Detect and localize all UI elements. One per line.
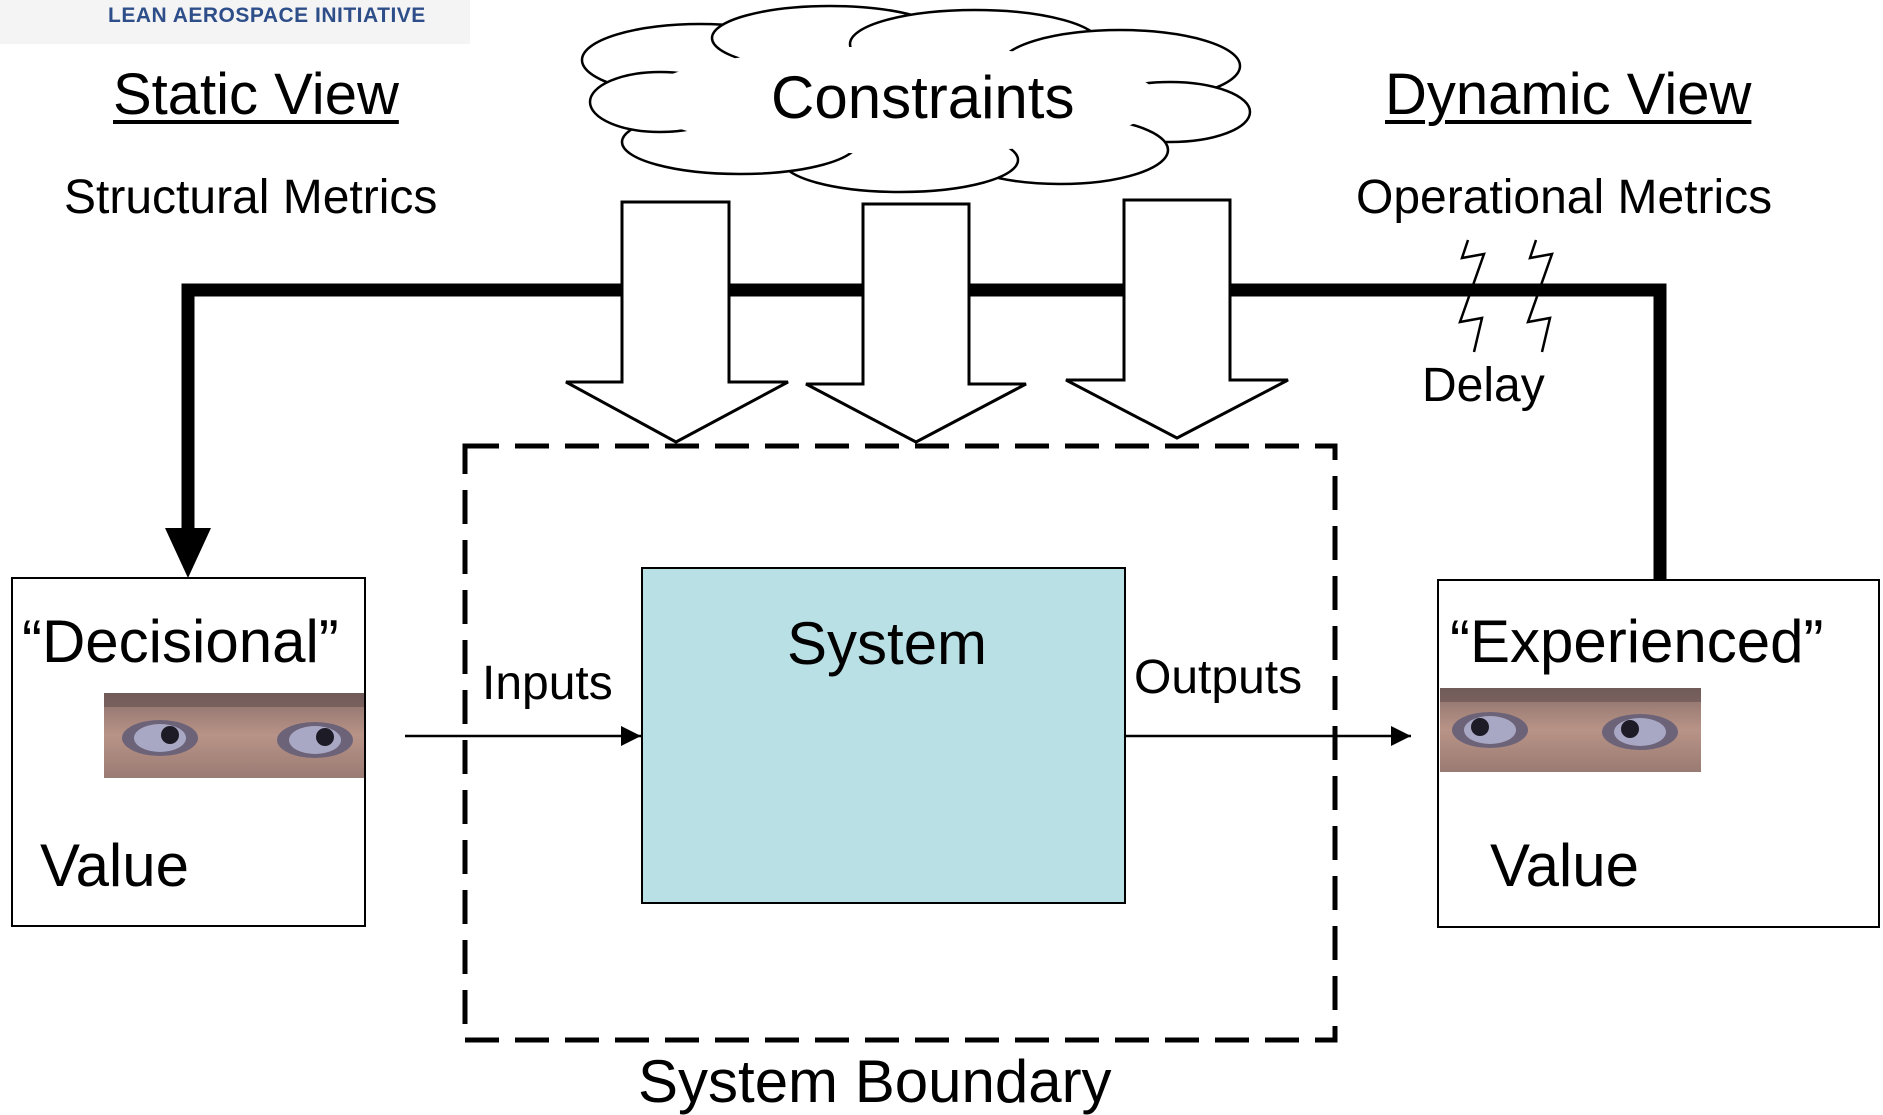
logo-text: LEAN AEROSPACE INITIATIVE bbox=[108, 4, 426, 27]
delay-mark-left bbox=[1458, 239, 1486, 353]
constraints-label: Constraints bbox=[771, 64, 1075, 131]
decisional-eyes-image bbox=[104, 693, 364, 778]
structural-metrics-label: Structural Metrics bbox=[64, 171, 438, 224]
decisional-value-label: Value bbox=[40, 832, 190, 899]
logo-banner: LEAN AEROSPACE INITIATIVE bbox=[0, 0, 470, 44]
system-box bbox=[641, 567, 1126, 904]
delay-label: Delay bbox=[1422, 359, 1545, 412]
decisional-title: “Decisional” bbox=[22, 608, 339, 675]
experienced-eyes-image bbox=[1440, 688, 1701, 772]
experienced-value-label: Value bbox=[1490, 832, 1640, 899]
system-boundary-label: System Boundary bbox=[638, 1048, 1112, 1115]
dynamic-view-title: Dynamic View bbox=[1385, 62, 1752, 127]
inputs-label: Inputs bbox=[482, 657, 613, 710]
feedback-arrowhead bbox=[165, 528, 211, 578]
system-boundary bbox=[462, 443, 1338, 1043]
constraints-cloud bbox=[580, 4, 1252, 194]
delay-mark-right bbox=[1526, 239, 1554, 353]
constraint-arrow-2 bbox=[805, 202, 1027, 444]
static-view-title: Static View bbox=[113, 62, 399, 127]
constraint-arrow-3 bbox=[1065, 198, 1289, 440]
experienced-title: “Experienced” bbox=[1450, 608, 1824, 675]
constraint-arrow-1 bbox=[565, 200, 789, 444]
outputs-label: Outputs bbox=[1134, 651, 1303, 704]
system-label: System bbox=[787, 610, 988, 677]
operational-metrics-label: Operational Metrics bbox=[1356, 171, 1773, 224]
